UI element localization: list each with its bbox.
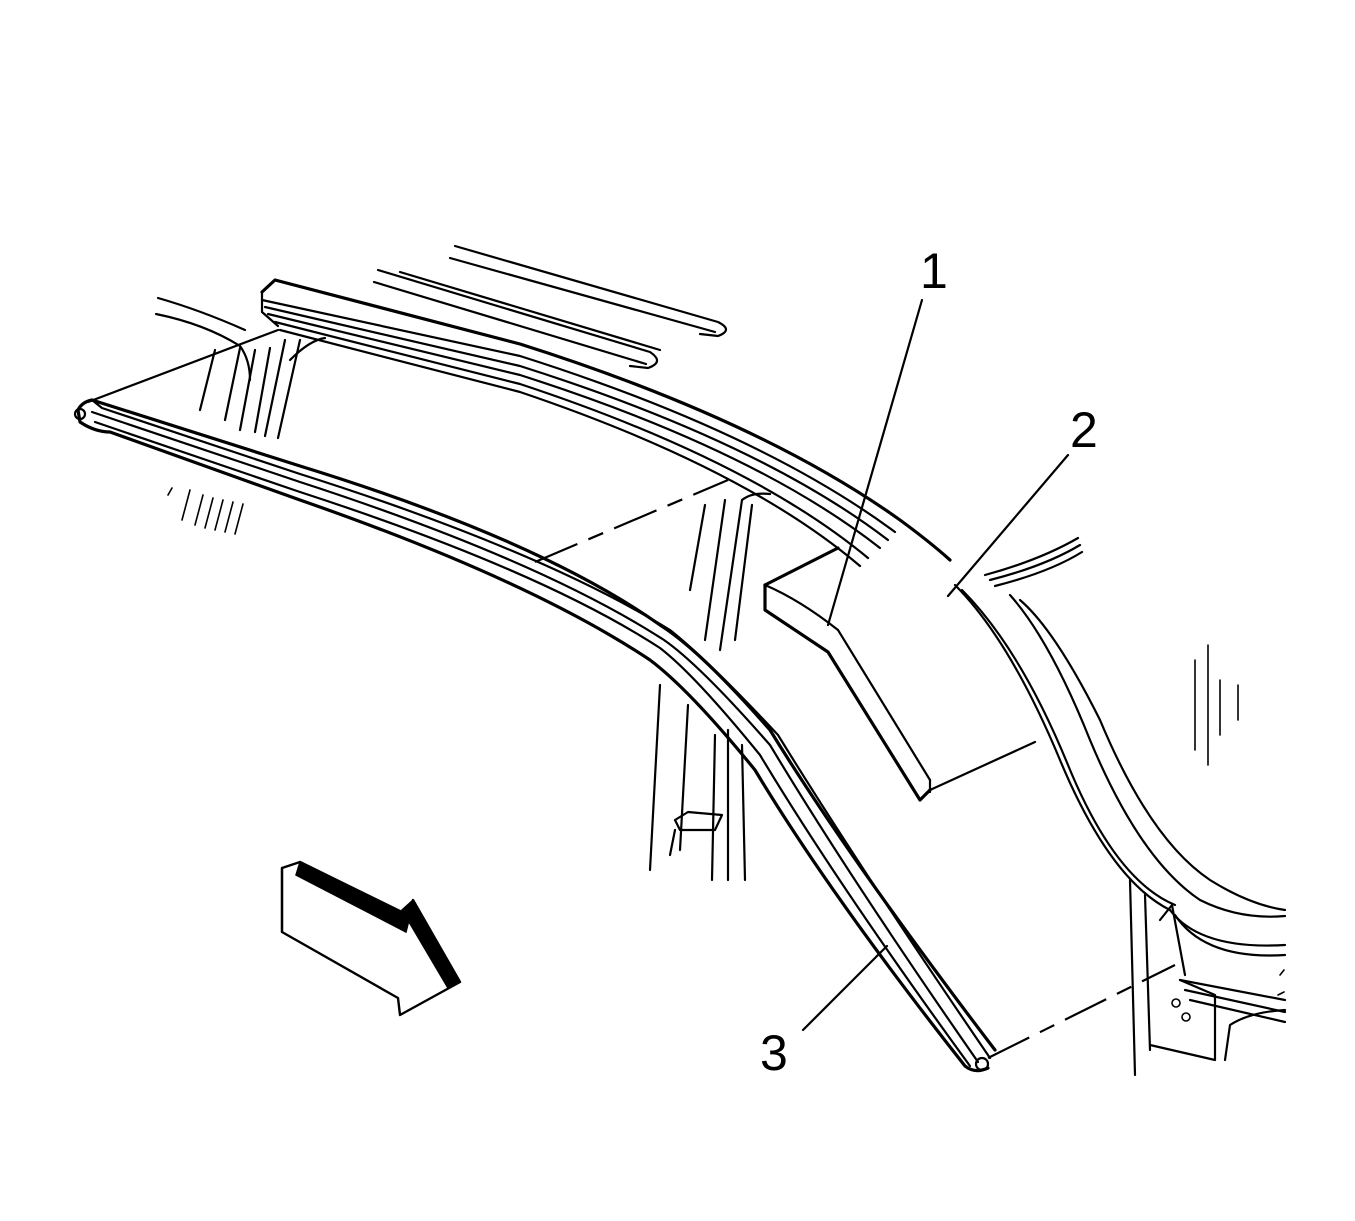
leader-1 — [826, 298, 924, 627]
callout-2: 2 — [1070, 402, 1098, 458]
install-guide-lines — [86, 328, 1176, 1059]
front-pillar-lines — [154, 296, 327, 535]
background-hatch — [1194, 644, 1239, 766]
center-pillar-lines — [648, 492, 772, 882]
upper-roof-rail — [260, 278, 952, 568]
front-direction-arrow-icon — [280, 860, 462, 1017]
roof-panel-streaks — [372, 244, 728, 370]
leader-3 — [801, 944, 889, 1032]
callout-leaders — [801, 298, 1070, 1032]
rear-pillar-structure — [953, 536, 1287, 1077]
part-1-spacer — [763, 546, 1037, 802]
callout-1: 1 — [920, 243, 948, 299]
leader-2 — [946, 453, 1070, 598]
part-3-drip-molding — [73, 398, 997, 1073]
callout-3: 3 — [760, 1025, 788, 1081]
